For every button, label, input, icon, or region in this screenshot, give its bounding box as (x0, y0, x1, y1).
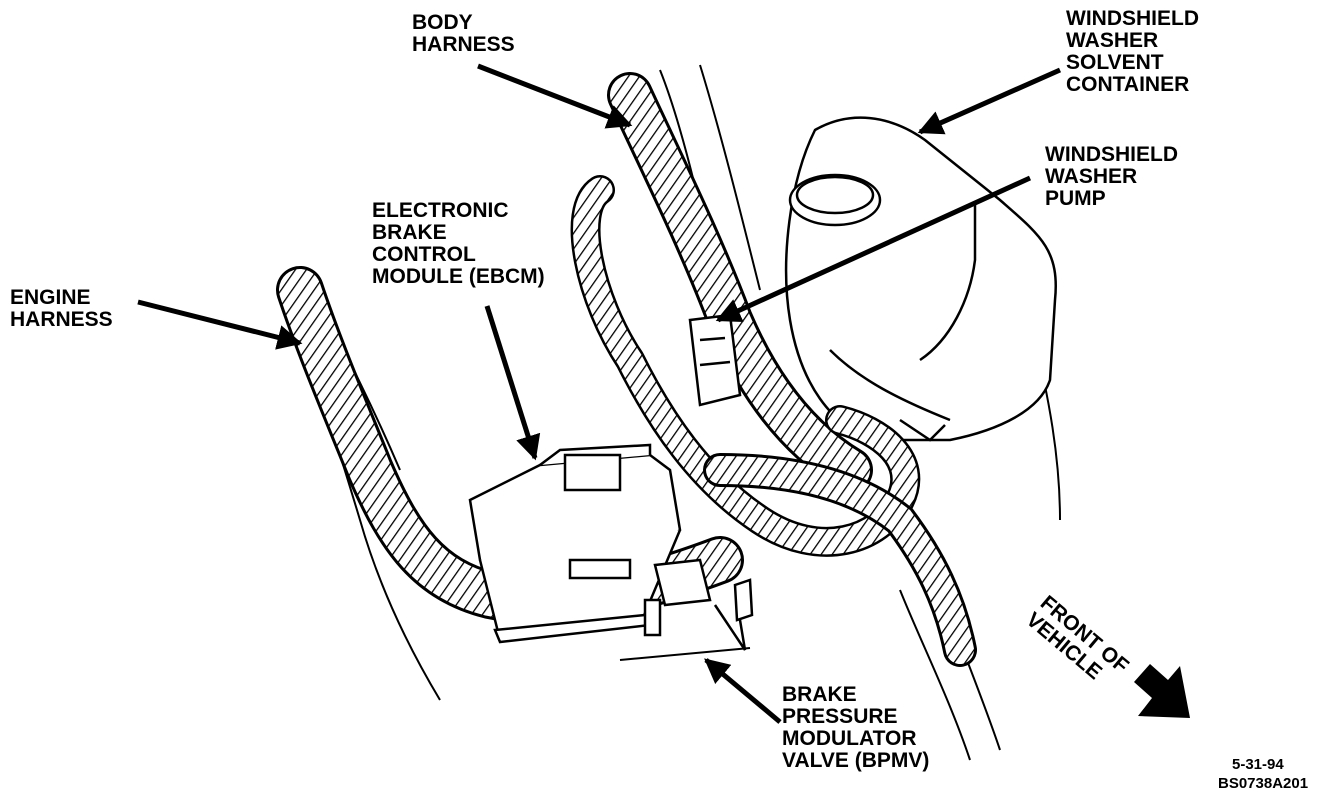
callout-arrows (137, 63, 1062, 724)
ebcm-label: ELECTRONIC BRAKE CONTROL MODULE (EBCM) (372, 199, 545, 288)
ebcm-module (468, 443, 682, 644)
engine-harness-label: ENGINE HARNESS (10, 286, 113, 331)
bpmv-assembly (643, 558, 754, 651)
front-of-vehicle-arrow (1134, 664, 1190, 718)
solvent-container (784, 116, 1057, 442)
washer-pump (688, 313, 742, 407)
figure-id: BS0738A201 (1218, 775, 1309, 792)
figure-date: 5-31-94 (1232, 756, 1284, 773)
solvent-container-label: WINDSHIELD WASHER SOLVENT CONTAINER (1066, 7, 1199, 96)
body-harness-label: BODY HARNESS (412, 11, 515, 56)
washer-pump-label: WINDSHIELD WASHER PUMP (1045, 143, 1178, 210)
bpmv-label: BRAKE PRESSURE MODULATOR VALVE (BPMV) (782, 683, 930, 772)
